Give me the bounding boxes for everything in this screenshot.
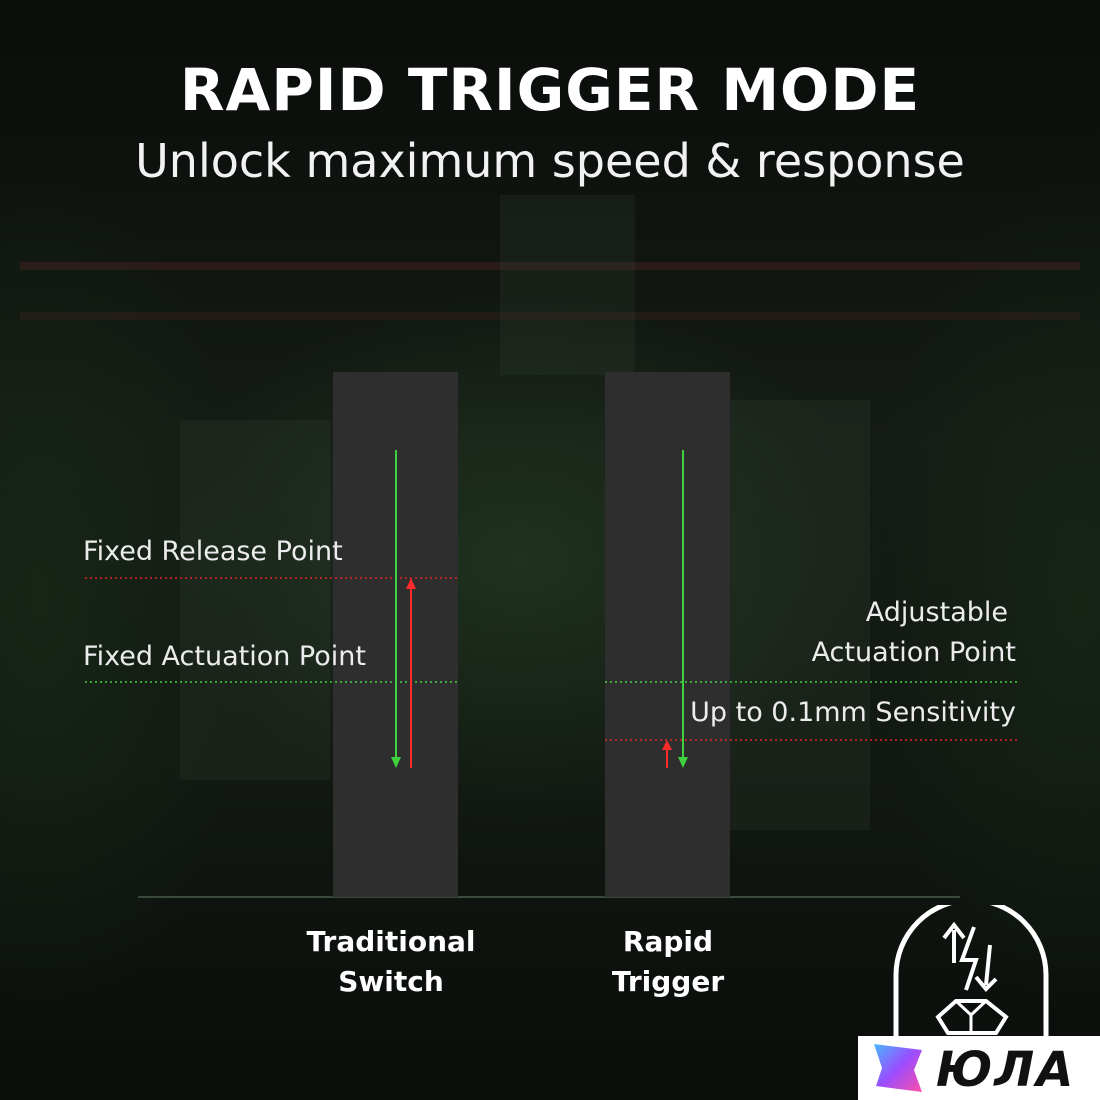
fixed-actuation-point-label: Fixed Actuation Point xyxy=(83,641,366,672)
traditional-label-line2: Switch xyxy=(338,965,444,998)
rapid-trigger-label: Rapid Trigger xyxy=(568,922,768,1002)
traditional-label-line1: Traditional xyxy=(306,925,476,958)
traditional-switch-label: Traditional Switch xyxy=(291,922,491,1002)
rapid-label-line1: Rapid xyxy=(622,925,714,958)
background-shape xyxy=(730,400,870,830)
traditional-release-arrow xyxy=(406,578,416,768)
sensitivity-label: Up to 0.1mm Sensitivity xyxy=(690,697,1016,728)
background-shape xyxy=(500,195,635,375)
rapid-trigger-column xyxy=(605,372,730,897)
adjustable-label: Adjustable xyxy=(865,597,1008,628)
key-rapid-trigger-icon xyxy=(893,905,1049,1040)
page-title: RAPID TRIGGER MODE xyxy=(179,56,921,124)
brand-watermark: ЮЛА xyxy=(858,1036,1100,1100)
brand-name: ЮЛА xyxy=(936,1042,1076,1098)
page-subtitle: Unlock maximum speed & response xyxy=(135,134,965,188)
background-band xyxy=(20,312,1080,320)
background-shape xyxy=(180,420,330,780)
star-logo-icon xyxy=(874,1044,922,1092)
rapid-press-arrow xyxy=(678,450,688,768)
background-band xyxy=(20,262,1080,270)
rapid-release-arrow xyxy=(662,740,672,768)
traditional-press-arrow xyxy=(391,450,401,768)
fixed-release-point-label: Fixed Release Point xyxy=(83,536,343,567)
rapid-label-line2: Trigger xyxy=(611,965,725,998)
actuation-point-label: Actuation Point xyxy=(811,637,1016,668)
